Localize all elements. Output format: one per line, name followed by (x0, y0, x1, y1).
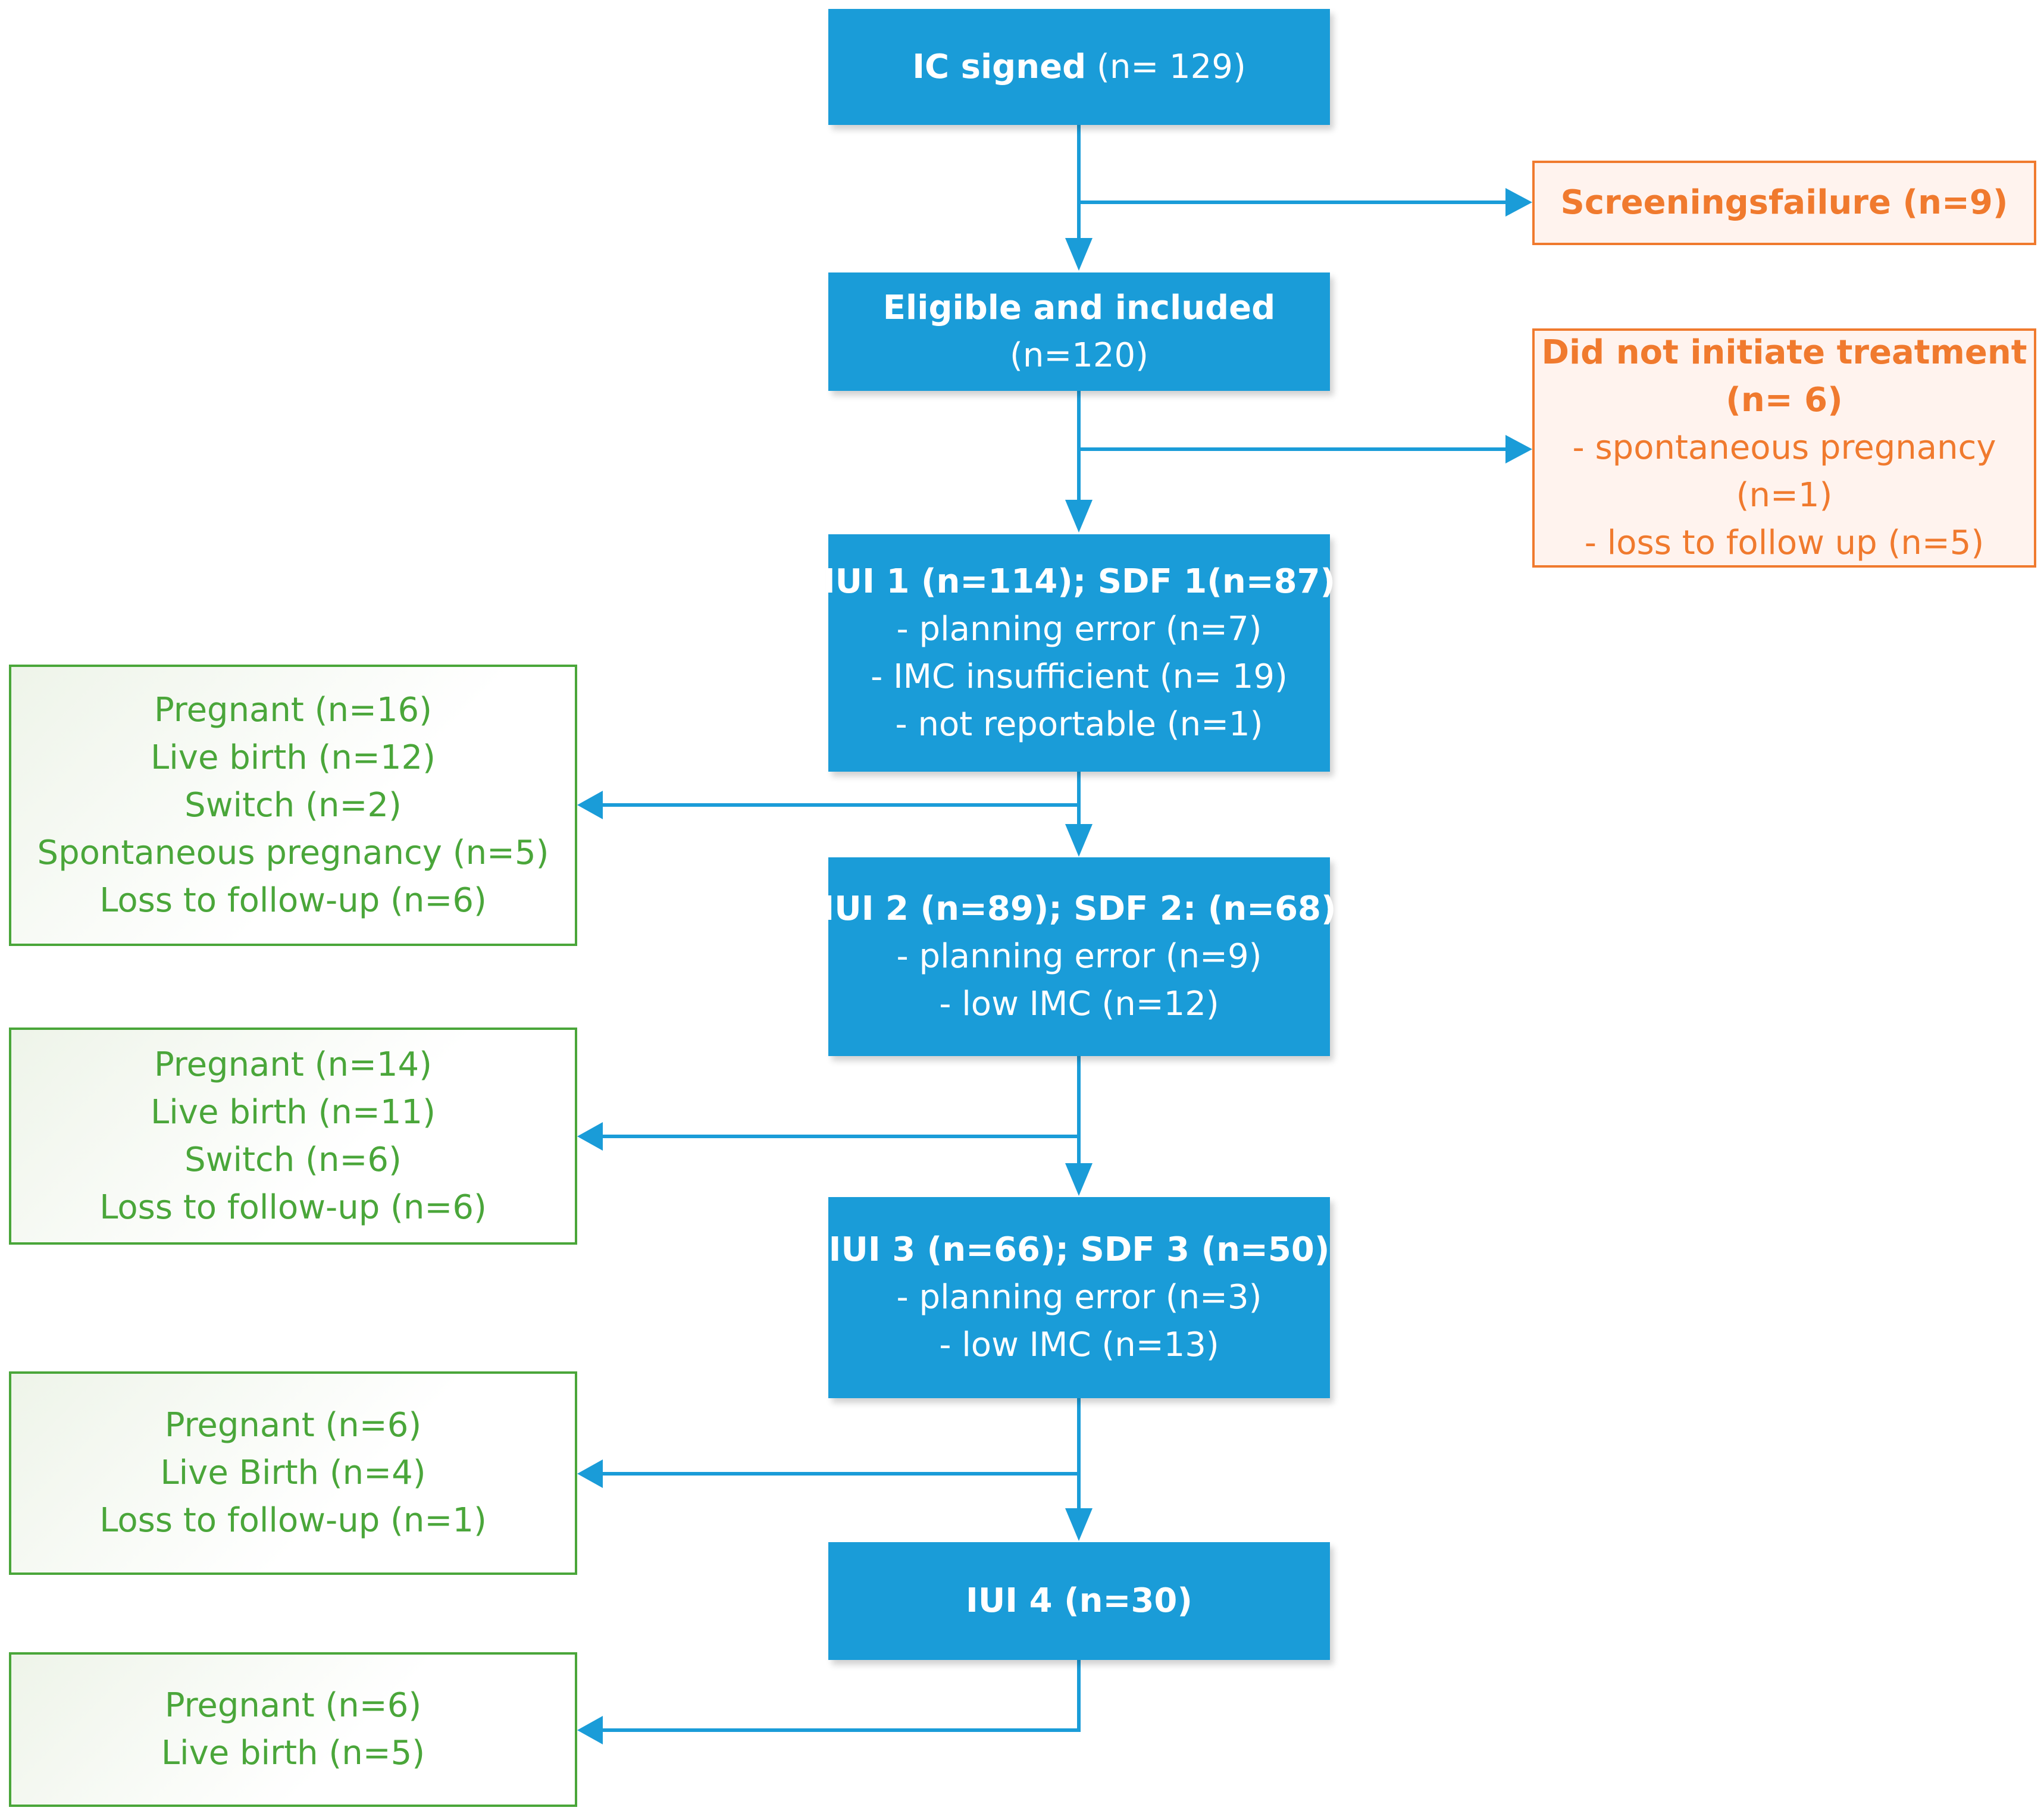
node-ic-signed-count: (n= 129) (1086, 47, 1246, 86)
arrowhead-iui4 (1065, 1508, 1093, 1541)
arrowhead-screening (1505, 188, 1532, 217)
arrowhead-iui1 (1065, 500, 1093, 532)
node-not-initiated: Did not initiate treatment (n= 6) - spon… (1532, 328, 2036, 568)
arrowhead-outcome3 (577, 1459, 603, 1488)
node-iui1-item: - not reportable (n=1) (895, 704, 1263, 744)
node-outcome1-item: Live birth (n=12) (151, 738, 436, 777)
node-outcome1: Pregnant (n=16) Live birth (n=12) Switch… (9, 665, 577, 946)
node-outcome1-item: Spontaneous pregnancy (n=5) (37, 833, 549, 872)
node-outcome3: Pregnant (n=6) Live Birth (n=4) Loss to … (9, 1371, 577, 1575)
node-iui1-title: IUI 1 (n=114); SDF 1(n=87) (822, 562, 1336, 601)
node-iui3-item: - planning error (n=3) (896, 1278, 1262, 1317)
node-iui3-item: - low IMC (n=13) (939, 1326, 1219, 1364)
node-not-initiated-count: (n= 6) (1726, 381, 1843, 419)
node-not-initiated-title: Did not initiate treatment (1541, 333, 2027, 372)
arrowhead-not-initiated (1505, 435, 1532, 463)
node-eligible-title: Eligible and included (882, 288, 1276, 327)
node-iui1: IUI 1 (n=114); SDF 1(n=87) - planning er… (823, 534, 1335, 772)
node-outcome4-item: Pregnant (n=6) (164, 1686, 422, 1725)
node-outcome2-item: Pregnant (n=14) (154, 1045, 432, 1084)
node-not-initiated-reason: - spontaneous pregnancy (1572, 428, 1996, 467)
node-outcome3-item: Loss to follow-up (n=1) (99, 1501, 487, 1540)
node-iui2-title: IUI 2 (n=89); SDF 2: (n=68) (822, 889, 1336, 928)
node-iui3: IUI 3 (n=66); SDF 3 (n=50) - planning er… (828, 1197, 1330, 1398)
node-iui4-title: IUI 4 (n=30) (965, 1581, 1192, 1620)
node-iui4: IUI 4 (n=30) (828, 1542, 1330, 1660)
node-outcome2-item: Live birth (n=11) (151, 1092, 436, 1132)
arrowhead-outcome1 (577, 791, 603, 819)
node-iui2-item: - low IMC (n=12) (939, 985, 1219, 1023)
node-outcome3-item: Pregnant (n=6) (164, 1406, 422, 1445)
connector-to-outcome4 (603, 1660, 1081, 1732)
node-screening-failure: Screeningsfailure (n=9) (1532, 161, 2036, 245)
node-iui1-item: - IMC insufficient (n= 19) (871, 657, 1288, 696)
arrowhead-iui2 (1065, 824, 1093, 857)
node-outcome4-item: Live birth (n=5) (161, 1734, 425, 1772)
node-not-initiated-loss: - loss to follow up (n=5) (1584, 524, 1984, 562)
node-iui2-item: - planning error (n=9) (896, 937, 1262, 976)
arrowhead-outcome2 (577, 1122, 603, 1151)
node-iui3-title: IUI 3 (n=66); SDF 3 (n=50) (828, 1230, 1330, 1269)
arrowhead-outcome4 (577, 1716, 603, 1744)
node-ic-signed-text: IC signed (n= 129) (912, 43, 1246, 91)
node-outcome1-item: Switch (n=2) (184, 785, 402, 825)
arrowhead-eligible (1065, 238, 1093, 271)
node-screening-failure-label: Screeningsfailure (n=9) (1560, 183, 2008, 222)
node-not-initiated-reason-count: (n=1) (1736, 476, 1833, 515)
node-outcome2: Pregnant (n=14) Live birth (n=11) Switch… (9, 1028, 577, 1245)
node-outcome2-item: Loss to follow-up (n=6) (99, 1188, 487, 1227)
node-eligible: Eligible and included (n=120) (828, 272, 1330, 391)
node-ic-signed-label: IC signed (912, 47, 1087, 86)
node-outcome1-item: Pregnant (n=16) (154, 690, 432, 729)
node-outcome4: Pregnant (n=6) Live birth (n=5) (9, 1652, 577, 1807)
node-outcome2-item: Switch (n=6) (184, 1140, 402, 1179)
node-iui1-item: - planning error (n=7) (896, 609, 1262, 649)
node-outcome1-item: Loss to follow-up (n=6) (99, 881, 487, 920)
node-iui2: IUI 2 (n=89); SDF 2: (n=68) - planning e… (822, 857, 1336, 1056)
arrowhead-iui3 (1065, 1163, 1093, 1196)
node-ic-signed: IC signed (n= 129) (828, 9, 1330, 125)
node-outcome3-item: Live Birth (n=4) (160, 1454, 426, 1492)
node-eligible-count: (n=120) (1010, 336, 1148, 375)
